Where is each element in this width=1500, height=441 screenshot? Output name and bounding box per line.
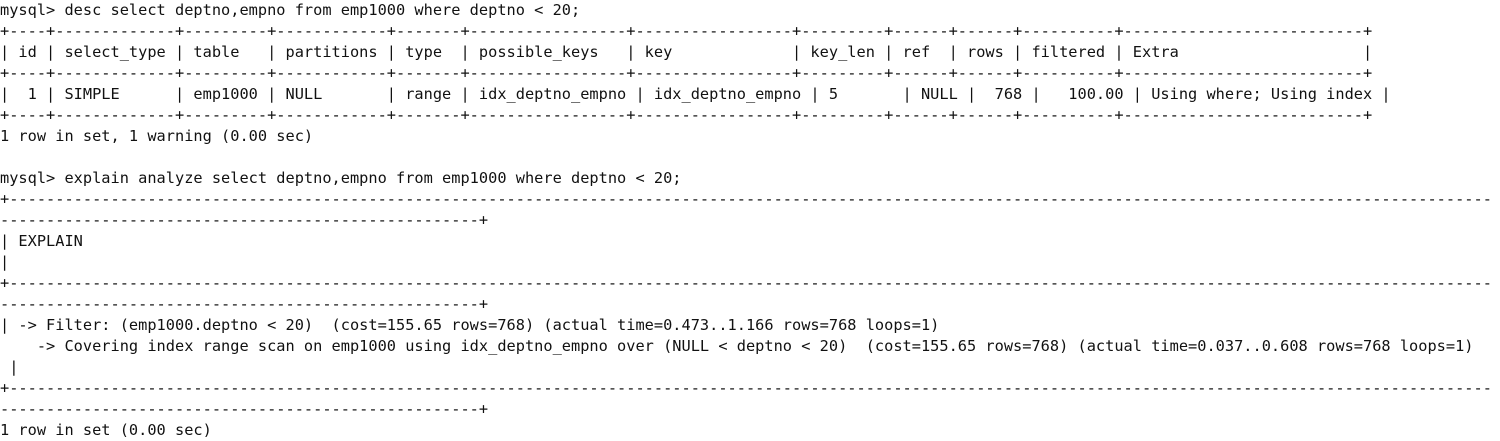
- command-line-2: mysql> explain analyze select deptno,emp…: [0, 169, 682, 187]
- table1-separator-mid: +----+-------------+---------+----------…: [0, 64, 1373, 82]
- table1-data-row: | 1 | SIMPLE | emp1000 | NULL | range | …: [0, 85, 1391, 103]
- table1-separator-top: +----+-------------+---------+----------…: [0, 22, 1373, 40]
- status-line-1: 1 row in set, 1 warning (0.00 sec): [0, 127, 314, 145]
- table1-header-row: | id | select_type | table | partitions …: [0, 43, 1373, 61]
- explain-plan-filter-row: | -> Filter: (emp1000.deptno < 20) (cost…: [0, 316, 940, 334]
- explain-plan-row-close: |: [0, 358, 19, 376]
- table2-separator-bottom: +---------------------------------------…: [0, 379, 1492, 418]
- explain-plan-index-scan-row: -> Covering index range scan on emp1000 …: [0, 337, 1474, 355]
- blank-line-1: [0, 147, 1500, 168]
- command-line-1: mysql> desc select deptno,empno from emp…: [0, 1, 581, 19]
- table2-separator-top: +---------------------------------------…: [0, 190, 1492, 229]
- table2-separator-mid: +---------------------------------------…: [0, 274, 1492, 313]
- table1-separator-bottom: +----+-------------+---------+----------…: [0, 106, 1373, 124]
- table2-header-row: | EXPLAIN: [0, 232, 83, 271]
- status-line-2: 1 row in set (0.00 sec): [0, 421, 212, 439]
